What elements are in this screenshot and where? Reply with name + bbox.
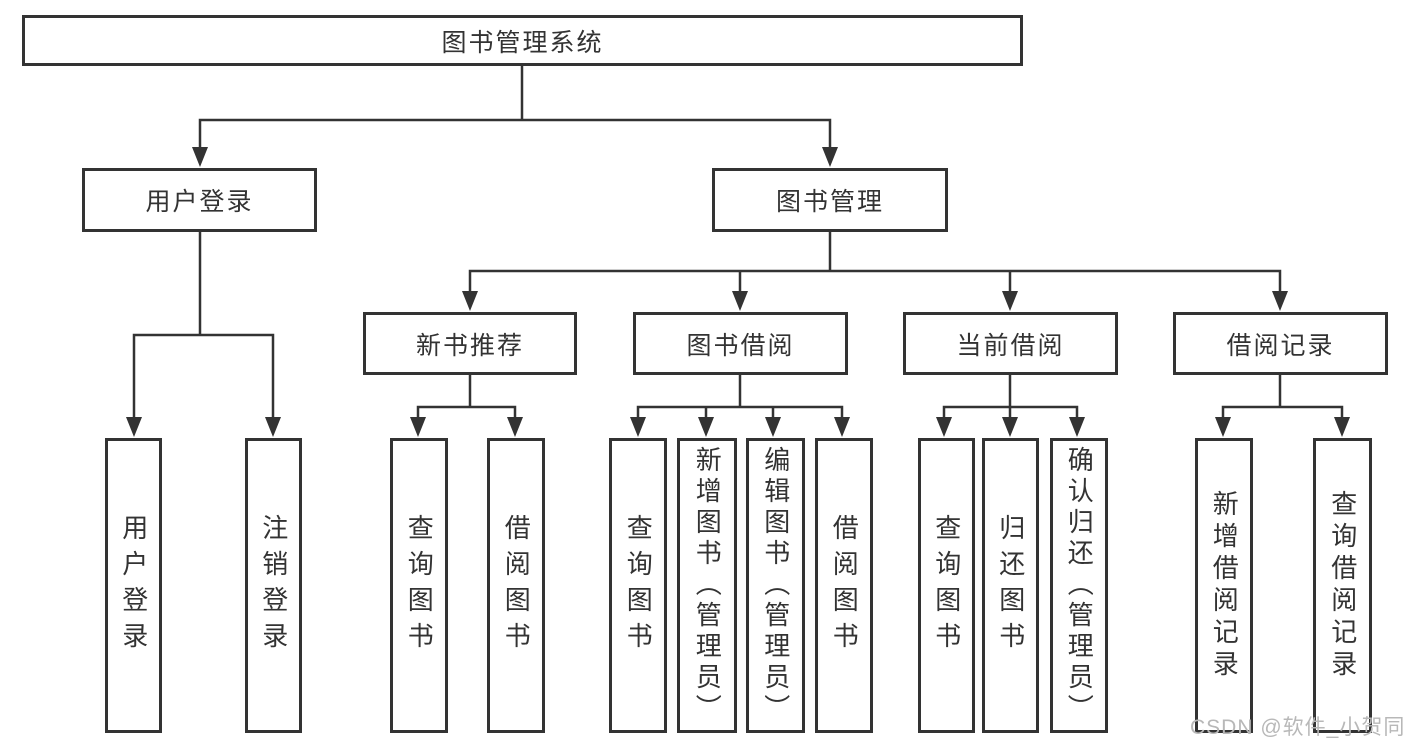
connector-records-to-leaves: [1215, 375, 1350, 437]
connector-userlogin-to-leaves: [126, 232, 281, 437]
node-new-book-recommend: 新书推荐: [363, 312, 577, 375]
leaf-recommend-query-books: 查询图书: [390, 438, 448, 733]
leaf-borrowing-edit-books-admin: 编辑图书（管理员）: [746, 438, 805, 733]
leaf-borrowing-borrow-books: 借阅图书: [815, 438, 873, 733]
node-user-login: 用户登录: [82, 168, 317, 232]
csdn-watermark: CSDN @软件_小贺同学: [1190, 716, 1405, 739]
leaf-records-add-record: 新增借阅记录: [1195, 438, 1253, 733]
connector-bookmgmt-to-level3: [462, 232, 1288, 311]
connector-current-to-leaves: [936, 375, 1085, 437]
connector-root-to-level2: [192, 66, 838, 167]
node-library-management-system: 图书管理系统: [22, 15, 1023, 66]
leaf-current-query-books: 查询图书: [918, 438, 975, 733]
leaf-records-query-record: 查询借阅记录: [1313, 438, 1372, 733]
leaf-user-login: 用户登录: [105, 438, 162, 733]
leaf-current-confirm-return-admin: 确认归还（管理员）: [1050, 438, 1108, 733]
node-book-borrowing: 图书借阅: [633, 312, 848, 375]
connector-recommend-to-leaves: [410, 375, 523, 437]
leaf-logout: 注销登录: [245, 438, 302, 733]
node-borrowing-records: 借阅记录: [1173, 312, 1388, 375]
node-current-borrowing: 当前借阅: [903, 312, 1118, 375]
leaf-borrowing-add-books-admin: 新增图书（管理员）: [677, 438, 737, 733]
connector-borrowing-to-leaves: [630, 375, 850, 437]
leaf-borrowing-query-books: 查询图书: [609, 438, 667, 733]
leaf-recommend-borrow-books: 借阅图书: [487, 438, 545, 733]
node-book-management: 图书管理: [712, 168, 948, 232]
leaf-current-return-books: 归还图书: [982, 438, 1039, 733]
